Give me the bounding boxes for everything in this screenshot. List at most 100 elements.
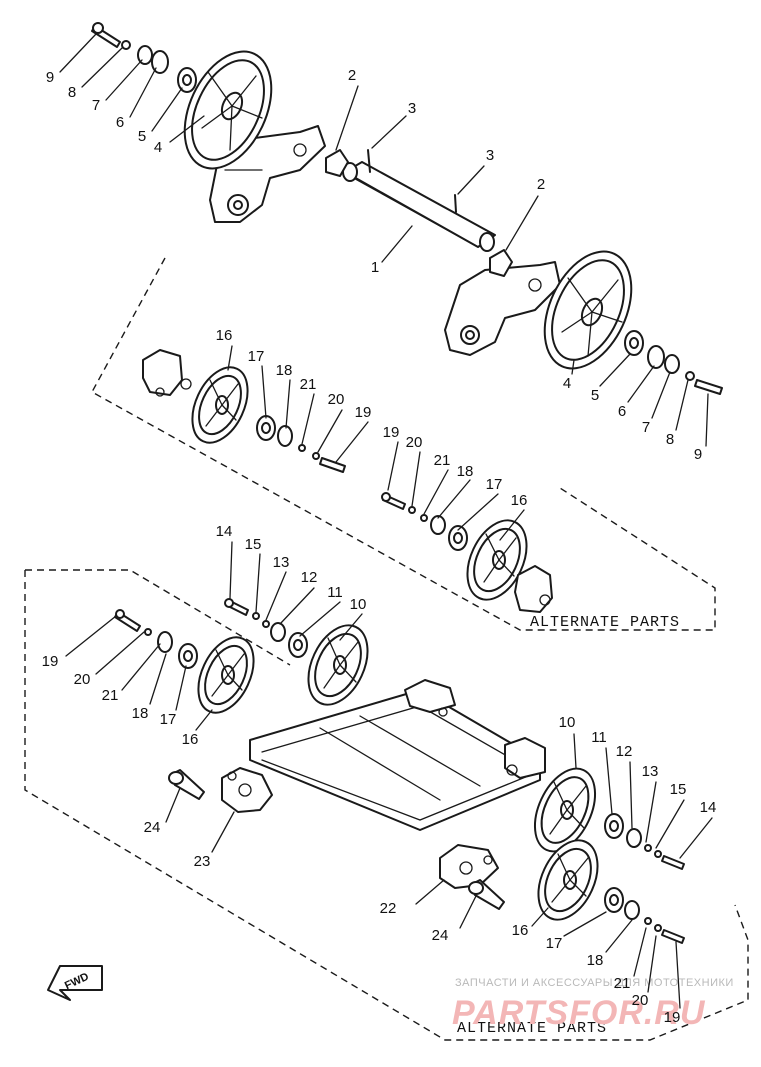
slide-rail-frame	[249, 679, 546, 831]
callout-leader-line	[563, 911, 607, 937]
callout-leader-line	[605, 919, 633, 953]
callout-number-7: 7	[92, 97, 100, 114]
callout-number-18: 18	[276, 362, 293, 379]
wheel-10-bottom-right	[533, 767, 597, 853]
callout-leader-line	[573, 733, 577, 769]
callout-leader-line	[227, 345, 233, 371]
callout-leader-line	[59, 33, 97, 73]
callout-leader-line	[335, 85, 359, 151]
callout-number-16: 16	[182, 731, 199, 748]
callout-number-19: 19	[42, 653, 59, 670]
callout-leader-line	[437, 479, 471, 519]
callout-number-22: 22	[380, 900, 397, 917]
alt-hardware-bottom-right	[604, 887, 685, 944]
callout-leader-line	[645, 781, 657, 843]
callout-leader-line	[675, 941, 681, 1009]
callout-number-4: 4	[563, 375, 571, 392]
watermark-logo: PARTSFOR.RU	[452, 994, 706, 1032]
callout-number-6: 6	[618, 403, 626, 420]
callout-number-9: 9	[46, 69, 54, 86]
callout-number-7: 7	[642, 419, 650, 436]
callout-leader-line	[387, 441, 399, 491]
callout-leader-line	[175, 665, 187, 711]
callout-leader-line	[195, 709, 213, 731]
callout-leader-line	[457, 493, 499, 531]
callout-number-15: 15	[245, 536, 262, 553]
callout-number-18: 18	[457, 463, 474, 480]
callout-number-13: 13	[273, 554, 290, 571]
callout-leader-line	[317, 409, 343, 453]
callout-number-19: 19	[355, 404, 372, 421]
callout-leader-line	[301, 393, 315, 445]
callout-number-24: 24	[432, 927, 449, 944]
callout-leader-line	[121, 643, 161, 691]
callout-leader-line	[229, 541, 233, 599]
hardware-5-9-top-left	[91, 22, 197, 93]
alt-wheel-16-top-right	[466, 519, 528, 601]
caption-alternate-parts-bottom: ALTERNATE PARTS	[457, 1020, 607, 1037]
alt-hardware-top-right	[381, 492, 468, 551]
callout-leader-line	[679, 817, 713, 859]
callout-leader-line	[129, 67, 157, 118]
callout-leader-line	[531, 907, 549, 927]
callout-leader-line	[459, 895, 477, 929]
alt-hardware-top-left	[256, 415, 346, 473]
callout-number-18: 18	[132, 705, 149, 722]
alt-bracket-top-left	[142, 349, 192, 397]
callout-number-1: 1	[371, 259, 379, 276]
callout-number-17: 17	[546, 935, 563, 952]
callout-leader-line	[415, 879, 445, 905]
caption-alternate-parts-top: ALTERNATE PARTS	[530, 614, 680, 631]
callout-number-11: 11	[591, 729, 607, 746]
callout-number-10: 10	[350, 596, 367, 613]
callout-leader-line	[105, 59, 143, 101]
callout-leader-line	[149, 653, 167, 705]
bushing-2-top-right	[489, 249, 513, 277]
alt-wheel-16-top-left	[191, 366, 249, 444]
callout-leader-line	[211, 811, 235, 853]
callout-leader-line	[705, 393, 709, 447]
callout-number-23: 23	[194, 853, 211, 870]
callout-leader-line	[411, 451, 421, 507]
callout-leader-line	[605, 747, 613, 815]
callout-leader-line	[169, 115, 205, 143]
callout-leader-line	[335, 421, 369, 463]
callout-number-12: 12	[616, 743, 633, 760]
callout-leader-line	[571, 359, 575, 375]
forward-arrow-icon: FWD	[47, 965, 103, 1001]
callout-leader-line	[165, 787, 181, 823]
pin-3-right	[454, 194, 457, 213]
callout-number-11: 11	[327, 584, 343, 601]
partsfor-watermark: ЗАПЧАСТИ И АКСЕССУАРЫ ДЛЯ МОТОТЕХНИКИ PA…	[452, 977, 733, 1032]
callout-number-20: 20	[632, 992, 649, 1009]
callout-number-9: 9	[694, 446, 702, 463]
bolt-24-left	[168, 769, 205, 800]
callout-number-17: 17	[248, 348, 265, 365]
callout-number-8: 8	[666, 431, 674, 448]
callout-number-18: 18	[587, 952, 604, 969]
callout-leader-line	[499, 509, 525, 541]
pivot-bracket-right	[444, 261, 561, 356]
alt-wheel-16-bottom-right	[537, 839, 599, 921]
callout-number-2: 2	[348, 67, 356, 84]
callout-leader-line	[65, 615, 117, 657]
callout-number-16: 16	[511, 492, 528, 509]
callout-number-10: 10	[559, 714, 576, 731]
idler-shaft	[342, 161, 496, 252]
callout-labels: 9876542332145678916171821201919202118171…	[42, 33, 716, 1026]
callout-number-21: 21	[102, 687, 119, 704]
callout-number-20: 20	[406, 434, 423, 451]
callout-leader-line	[299, 601, 341, 637]
callout-leader-line	[651, 371, 671, 419]
callout-number-5: 5	[138, 128, 146, 145]
callout-number-14: 14	[216, 523, 233, 540]
callout-number-21: 21	[614, 975, 631, 992]
wheel-16-bottom-left	[197, 636, 255, 714]
alternate-parts-box-bottom	[24, 569, 749, 1041]
callout-leader-line	[655, 799, 685, 849]
hardware-5-9-top-right	[624, 330, 723, 395]
hardware-11-14-bottom-right	[604, 813, 685, 870]
callout-leader-line	[647, 935, 657, 993]
